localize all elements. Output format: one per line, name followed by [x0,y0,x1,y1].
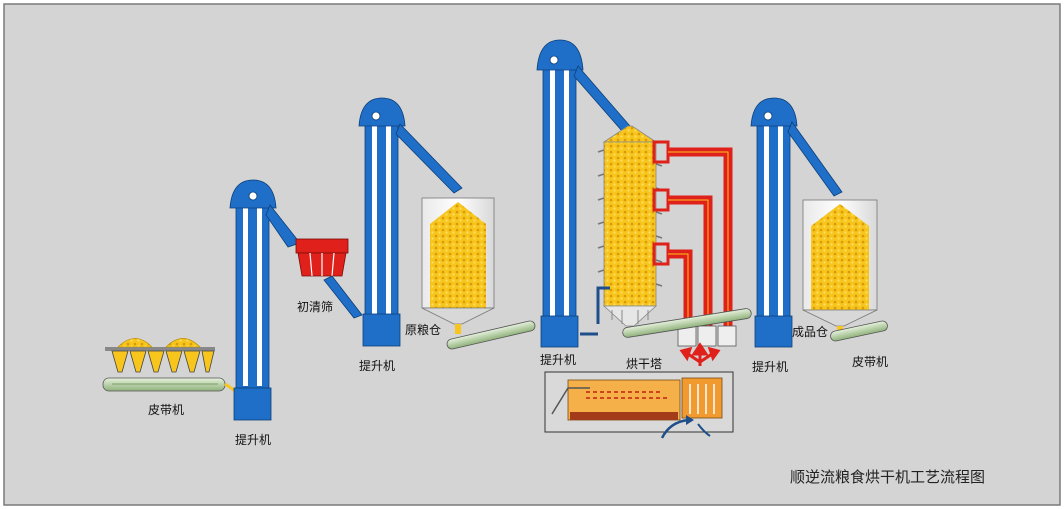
dryer-tower [580,125,752,366]
pre-cleaning-screen [295,238,363,319]
label-elevator-3: 提升机 [540,352,576,367]
label-product-bin: 成品仓 [792,325,828,339]
label-elevator-1: 提升机 [235,432,271,447]
label-elevator-2: 提升机 [359,358,395,373]
diagram-title: 顺逆流粮食烘干机工艺流程图 [790,468,985,486]
feed-hoppers [111,338,215,373]
label-belt-left: 皮带机 [148,403,184,417]
background-panel [3,3,1061,506]
label-belt-right: 皮带机 [852,355,888,369]
label-dryer-tower: 烘干塔 [626,357,662,371]
label-pre-cleaner: 初清筛 [297,299,333,314]
finished-product-bin [802,199,888,342]
bucket-elevator-4 [750,97,843,348]
bucket-elevator-3 [536,39,631,348]
label-elevator-4: 提升机 [752,359,788,374]
hot-air-furnace-inset [544,371,734,439]
bucket-elevator-2 [358,97,463,347]
raw-grain-bin [421,197,536,350]
label-raw-bin: 原粮仓 [405,322,441,337]
bucket-elevator-1 [229,179,301,421]
